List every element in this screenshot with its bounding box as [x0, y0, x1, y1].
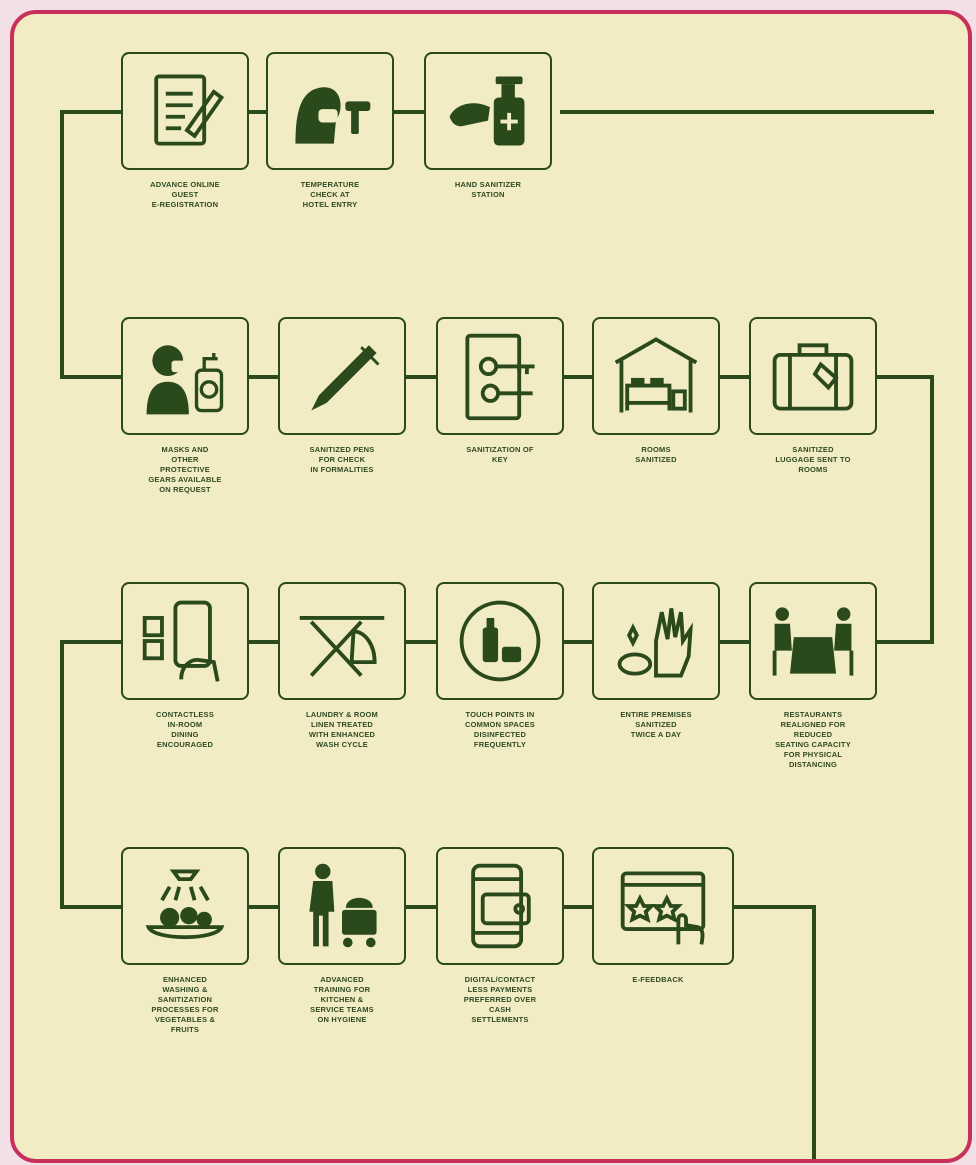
- mobile-wallet-icon: [471, 863, 531, 949]
- step-label: MASKS AND OTHER PROTECTIVE GEARS AVAILAB…: [148, 445, 222, 494]
- pen-icon: [311, 345, 380, 411]
- step-laundry: LAUNDRY & ROOM LINEN TREATED WITH ENHANC…: [276, 582, 408, 750]
- step-tile: [278, 317, 406, 435]
- temperature-check-icon: [295, 87, 371, 144]
- step-masks: MASKS AND OTHER PROTECTIVE GEARS AVAILAB…: [119, 317, 251, 495]
- step-label: LAUNDRY & ROOM LINEN TREATED WITH ENHANC…: [306, 710, 378, 749]
- step-tile: [121, 847, 249, 965]
- step-tile: [278, 582, 406, 700]
- step-training: ADVANCED TRAINING FOR KITCHEN & SERVICE …: [276, 847, 408, 1025]
- cleaning-supplies-icon: [459, 600, 541, 682]
- step-tile: [592, 582, 720, 700]
- step-label: RESTAURANTS REALIGNED FOR REDUCED SEATIN…: [775, 710, 851, 769]
- washing-vegetables-icon: [145, 869, 225, 940]
- step-touch-points: TOUCH POINTS IN COMMON SPACES DISINFECTE…: [434, 582, 566, 750]
- step-label: HAND SANITIZER STATION: [454, 180, 522, 199]
- step-label: ROOMS SANITIZED: [635, 445, 677, 464]
- star-rating-icon: [620, 871, 706, 945]
- distanced-dining-icon: [772, 607, 854, 676]
- flow-connector-lines: [60, 110, 934, 1159]
- step-sanitized-pens: SANITIZED PENS FOR CHECK IN FORMALITIES: [276, 317, 408, 475]
- step-e-feedback: E-FEEDBACK: [592, 847, 734, 985]
- step-rooms-sanitized: ROOMS SANITIZED: [590, 317, 722, 465]
- step-label: ADVANCE ONLINE GUEST E-REGISTRATION: [150, 180, 220, 209]
- door-key-icon: [465, 333, 535, 421]
- mask-sanitizer-icon: [146, 345, 224, 415]
- luggage-icon: [772, 343, 854, 411]
- step-label: CONTACTLESS IN-ROOM DINING ENCOURAGED: [156, 710, 214, 749]
- contactless-menu-icon: [142, 600, 220, 682]
- step-label: DIGITAL/CONTACT LESS PAYMENTS PREFERRED …: [463, 975, 537, 1024]
- step-label: TEMPERATURE CHECK AT HOTEL ENTRY: [300, 180, 360, 209]
- step-restaurants: RESTAURANTS REALIGNED FOR REDUCED SEATIN…: [747, 582, 879, 770]
- gloves-sparkle-icon: [617, 608, 693, 678]
- step-e-registration: ADVANCE ONLINE GUEST E-REGISTRATION: [119, 52, 251, 210]
- ironing-board-icon: [299, 616, 385, 677]
- step-digital-payments: DIGITAL/CONTACT LESS PAYMENTS PREFERRED …: [434, 847, 566, 1025]
- step-label: SANITIZED PENS FOR CHECK IN FORMALITIES: [309, 445, 375, 474]
- step-label: SANITIZED LUGGAGE SENT TO ROOMS: [775, 445, 851, 474]
- step-label: SANITIZATION OF KEY: [466, 445, 534, 464]
- step-tile: [436, 847, 564, 965]
- step-luggage: SANITIZED LUGGAGE SENT TO ROOMS: [747, 317, 879, 475]
- step-label: ADVANCED TRAINING FOR KITCHEN & SERVICE …: [310, 975, 374, 1024]
- step-temperature-check: TEMPERATURE CHECK AT HOTEL ENTRY: [264, 52, 396, 210]
- step-premises-sanitized: ENTIRE PREMISES SANITIZED TWICE A DAY: [590, 582, 722, 740]
- step-key-sanitization: SANITIZATION OF KEY: [434, 317, 566, 465]
- step-label: E-FEEDBACK: [632, 975, 684, 984]
- step-label: ENTIRE PREMISES SANITIZED TWICE A DAY: [620, 710, 692, 739]
- step-contactless-dining: CONTACTLESS IN-ROOM DINING ENCOURAGED: [119, 582, 251, 750]
- step-label: TOUCH POINTS IN COMMON SPACES DISINFECTE…: [465, 710, 535, 749]
- step-tile: [749, 582, 877, 700]
- hand-sanitizer-icon: [449, 76, 525, 146]
- step-tile: [592, 317, 720, 435]
- step-tile: [436, 317, 564, 435]
- step-label: ENHANCED WASHING & SANITIZATION PROCESSE…: [151, 975, 219, 1034]
- step-tile: [749, 317, 877, 435]
- step-tile: [121, 582, 249, 700]
- step-tile: [592, 847, 734, 965]
- document-pen-icon: [154, 74, 225, 146]
- step-washing-vegetables: ENHANCED WASHING & SANITIZATION PROCESSE…: [119, 847, 251, 1035]
- step-tile: [424, 52, 552, 170]
- step-tile: [121, 52, 249, 170]
- step-hand-sanitizer: HAND SANITIZER STATION: [422, 52, 554, 200]
- room-service-staff-icon: [309, 863, 377, 948]
- step-tile: [121, 317, 249, 435]
- step-tile: [436, 582, 564, 700]
- step-tile: [278, 847, 406, 965]
- step-tile: [266, 52, 394, 170]
- infographic-panel: ADVANCE ONLINE GUEST E-REGISTRATION TEMP…: [10, 10, 972, 1163]
- bedroom-icon: [614, 337, 698, 413]
